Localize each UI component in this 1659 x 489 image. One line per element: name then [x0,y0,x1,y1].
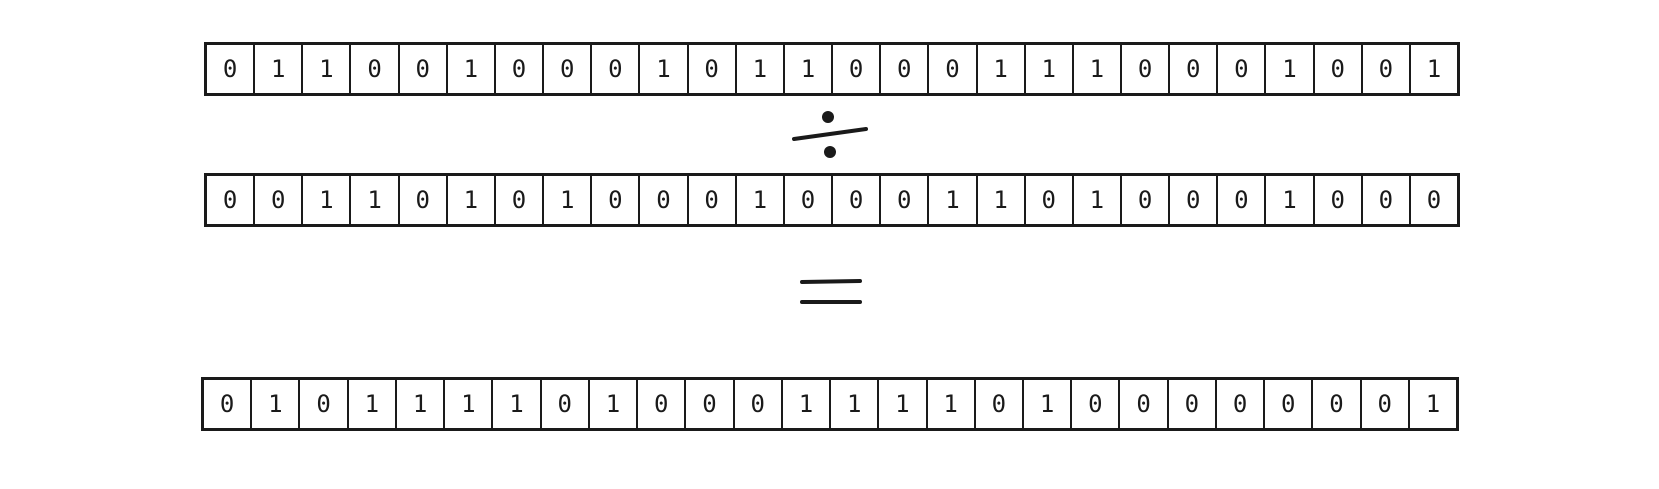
bit-cell: 0 [204,380,253,428]
bit-cell: 0 [207,45,256,93]
bit-cell: 0 [544,45,593,93]
bit-cell: 0 [207,176,256,224]
bit-cell: 0 [1120,380,1169,428]
bit-cell: 0 [929,45,978,93]
bit-cell: 0 [496,45,545,93]
bit-cell: 0 [351,45,400,93]
bit-cell: 1 [1425,390,1441,418]
bit-cell: 0 [976,380,1024,428]
bit-cell: 0 [1313,380,1362,428]
bit-cell: 1 [1024,380,1073,428]
bit-cell: 0 [542,380,590,428]
bit-cell: 1 [737,45,785,93]
bit-cell: 1 [1266,176,1315,224]
bit-cell: 1 [590,380,639,428]
bit-cell: 1 [831,380,880,428]
bit-cell: 1 [448,45,496,93]
bit-cell: 0 [1315,176,1363,224]
bit-cell: 0 [735,380,783,428]
bit-cell: 0 [1169,380,1217,428]
bit-cell: 0 [300,380,349,428]
bit-cell: 1 [544,176,593,224]
bit-cell: 1 [783,380,832,428]
bit-cell: 0 [255,176,304,224]
bit-cell: 0 [1217,380,1266,428]
bit-cell: 0 [1122,45,1171,93]
bit-cell: 1 [445,380,494,428]
bit-cell: 0 [496,176,545,224]
bit-cell: 1 [737,176,785,224]
bit-cell: 0 [1265,380,1314,428]
bit-cell: 0 [1218,176,1267,224]
bit-cell: 1 [640,45,689,93]
bit-cell: 0 [1026,176,1074,224]
bit-cell: 1 [448,176,496,224]
bit-cell: 0 [592,45,641,93]
bit-cell: 0 [689,176,737,224]
bit-cell: 0 [1315,45,1363,93]
bit-cell: 0 [881,45,930,93]
bit-cell: 0 [1122,176,1171,224]
bit-cell: 0 [640,176,689,224]
bit-cell: 0 [400,45,448,93]
bit-cell: 0 [833,176,882,224]
bit-cell: 1 [879,380,928,428]
bit-cell: 0 [1072,380,1121,428]
bit-cell: 1 [929,176,978,224]
bit-cell: 0 [1218,45,1267,93]
bit-cell: 0 [638,380,687,428]
bit-cell: 0 [1170,45,1219,93]
bit-cell: 0 [1363,45,1411,93]
bit-cell: 1 [397,380,446,428]
bit-cell: 0 [592,176,641,224]
bit-cell: 0 [1362,380,1410,428]
bit-cell: 0 [689,45,737,93]
bit-cell: 1 [349,380,397,428]
bit-cell: 0 [1170,176,1219,224]
bit-cell: 0 [785,176,834,224]
bit-cell: 1 [978,45,1026,93]
bit-cell: 1 [351,176,400,224]
bit-cell: 1 [303,45,352,93]
bit-cell: 0 [686,380,735,428]
bit-cell: 1 [303,176,352,224]
bit-cell: 1 [1074,176,1122,224]
bit-cell: 1 [1026,45,1074,93]
equals-sign: = [800,279,862,304]
bit-cell: 1 [785,45,834,93]
divide-sign: ÷ [792,111,868,158]
bit-cell: 1 [1266,45,1315,93]
bit-cell: 1 [1426,55,1442,83]
bit-cell: 1 [1074,45,1122,93]
bit-cell: 0 [881,176,930,224]
bit-cell: 1 [252,380,301,428]
bit-cell: 0 [1363,176,1411,224]
bit-cell: 0 [833,45,882,93]
bit-cell: 0 [1426,186,1442,214]
bit-cell: 1 [255,45,304,93]
bit-cell: 1 [978,176,1026,224]
bit-cell: 0 [400,176,448,224]
bit-cell: 1 [493,380,542,428]
bit-cell: 1 [928,380,976,428]
